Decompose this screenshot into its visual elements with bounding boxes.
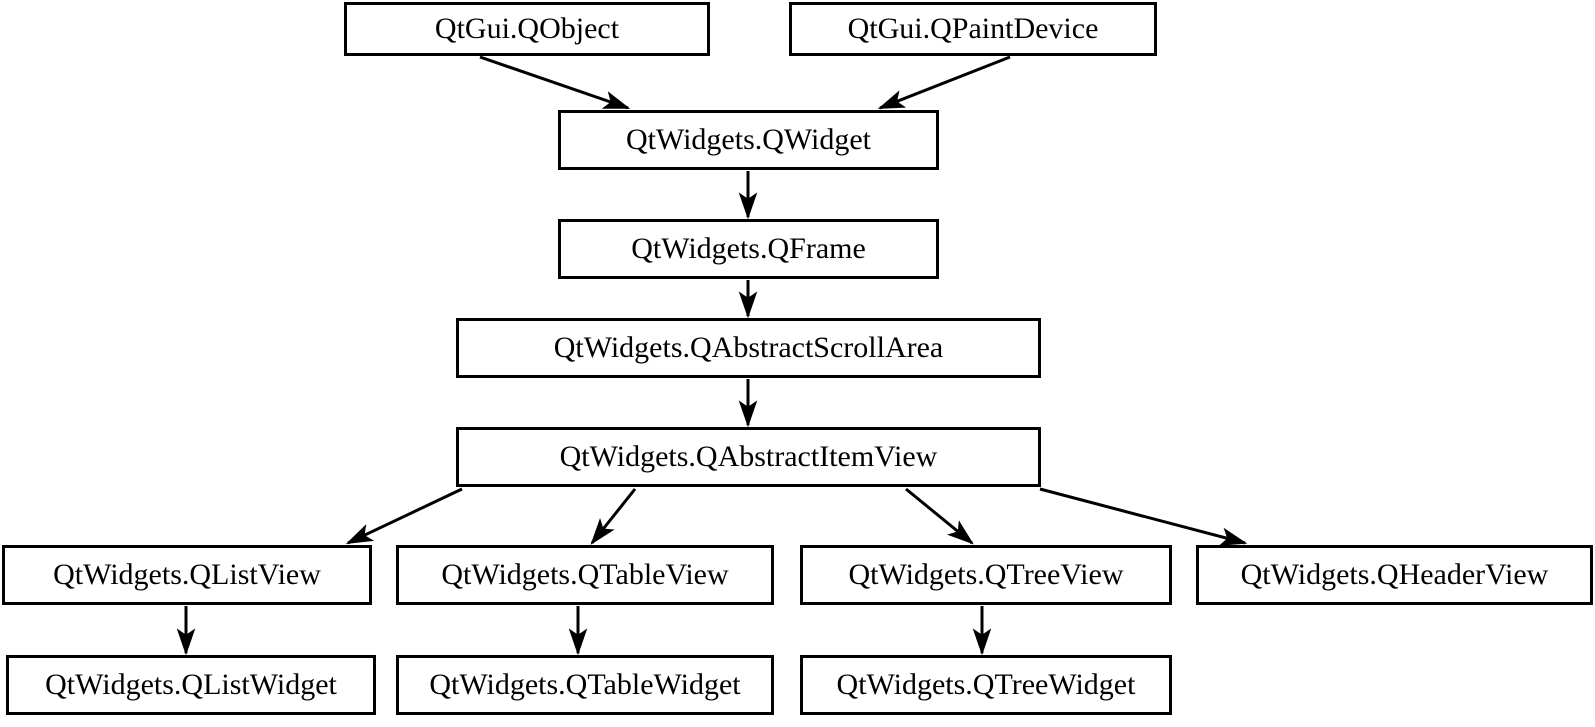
inheritance-arrow-qabstractitemview-to-qtreeview — [905, 487, 974, 545]
class-node-label: QtWidgets.QAbstractItemView — [559, 440, 938, 473]
class-node-label: QtWidgets.QTreeView — [848, 558, 1124, 591]
class-node-label: QtWidgets.QWidget — [625, 123, 872, 156]
class-node-label: QtWidgets.QTableView — [441, 558, 729, 591]
class-node-label: QtWidgets.QAbstractScrollArea — [553, 331, 944, 364]
class-node-qheaderview[interactable]: QtWidgets.QHeaderView — [1196, 545, 1593, 605]
inheritance-arrow-qobject-to-qwidget — [479, 55, 631, 110]
inheritance-arrow-qabstractitemview-to-qlistview — [345, 487, 463, 545]
class-node-label: QtWidgets.QTreeWidget — [836, 668, 1136, 701]
class-node-qlistwidget[interactable]: QtWidgets.QListWidget — [6, 655, 376, 715]
class-node-label: QtGui.QObject — [434, 12, 620, 45]
class-node-qtreewidget[interactable]: QtWidgets.QTreeWidget — [800, 655, 1172, 715]
class-node-label: QtWidgets.QListView — [53, 558, 321, 591]
class-node-qtablewidget[interactable]: QtWidgets.QTableWidget — [396, 655, 774, 715]
class-node-qwidget[interactable]: QtWidgets.QWidget — [558, 110, 939, 170]
class-node-qabstractitemview[interactable]: QtWidgets.QAbstractItemView — [456, 427, 1041, 487]
class-node-label: QtWidgets.QTableWidget — [429, 668, 741, 701]
class-node-qabstractscrollarea[interactable]: QtWidgets.QAbstractScrollArea — [456, 318, 1041, 378]
inheritance-arrow-qpaintdevice-to-qwidget — [877, 55, 1011, 110]
class-node-label: QtGui.QPaintDevice — [847, 12, 1099, 45]
class-node-label: QtWidgets.QListWidget — [45, 668, 337, 701]
inheritance-arrow-qabstractitemview-to-qtableview — [590, 488, 637, 545]
class-node-qpaintdevice[interactable]: QtGui.QPaintDevice — [789, 2, 1157, 56]
class-node-label: QtWidgets.QFrame — [631, 232, 866, 265]
inheritance-arrow-qabstractitemview-to-qheaderview — [1039, 487, 1248, 546]
class-node-qlistview[interactable]: QtWidgets.QListView — [2, 545, 372, 605]
class-node-qtableview[interactable]: QtWidgets.QTableView — [396, 545, 774, 605]
class-node-qtreeview[interactable]: QtWidgets.QTreeView — [800, 545, 1172, 605]
class-node-qframe[interactable]: QtWidgets.QFrame — [558, 219, 939, 279]
class-node-qobject[interactable]: QtGui.QObject — [344, 2, 710, 56]
class-node-label: QtWidgets.QHeaderView — [1240, 558, 1549, 591]
